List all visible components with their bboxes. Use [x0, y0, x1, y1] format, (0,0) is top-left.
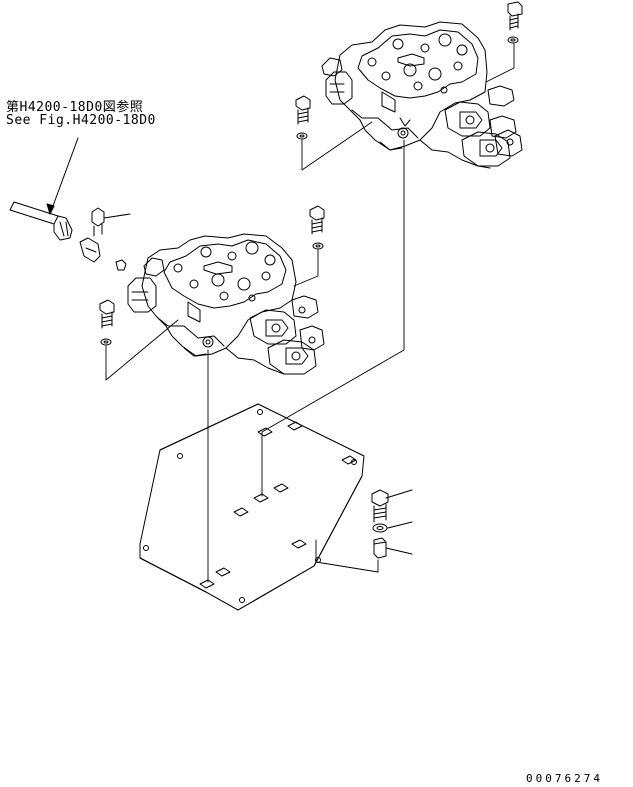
reference-leader [50, 138, 78, 214]
bolt [372, 490, 388, 522]
reference-note-japanese: 第H4200-18D0図参照 [6, 100, 144, 115]
hydraulic-hose [10, 202, 72, 240]
spacer-pin [374, 538, 386, 558]
leader-line [104, 214, 130, 218]
washer [373, 524, 387, 532]
mounting-bracket-plate [140, 404, 364, 610]
bolt [310, 206, 324, 234]
bolt [100, 300, 114, 328]
drawing-number: 00076274 [526, 772, 603, 785]
washer [101, 339, 111, 345]
leader-line [386, 548, 412, 554]
reference-note-english: See Fig.H4200-18D0 [6, 113, 156, 128]
leader-line [386, 490, 412, 498]
control-valve-lower [128, 234, 324, 374]
bolt [296, 96, 310, 124]
bolt [508, 2, 522, 30]
washer [508, 37, 518, 43]
washer [313, 243, 323, 249]
control-valve-upper [322, 22, 522, 168]
washer [297, 133, 307, 139]
alignment-lines [106, 44, 514, 582]
leader-line [388, 522, 412, 528]
hose-fitting [80, 208, 126, 270]
